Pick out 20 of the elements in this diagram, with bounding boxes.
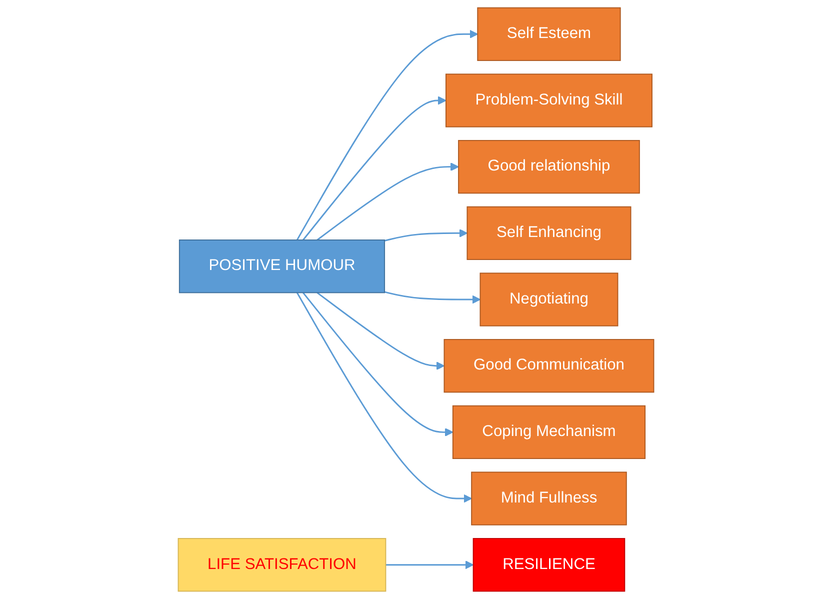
arrow [386, 560, 474, 570]
node-box: LIFE SATISFACTION [178, 538, 386, 592]
arrow [296, 292, 472, 503]
arrow [302, 96, 446, 240]
node-box: Problem-Solving Skill [445, 74, 652, 128]
arrow [316, 162, 459, 241]
arrow [384, 291, 481, 304]
node-box: Negotiating [480, 272, 618, 326]
node-box: Good relationship [458, 140, 640, 194]
node-box: Good Communication [444, 339, 654, 393]
node-box: RESILIENCE [472, 538, 626, 592]
arrow [384, 228, 468, 242]
arrow [302, 292, 454, 436]
arrow [296, 30, 478, 240]
node-box: Self Enhancing [466, 206, 632, 260]
node-box: Coping Mechanism [452, 405, 646, 459]
node-box: Mind Fullness [471, 472, 627, 526]
arrow [316, 292, 445, 370]
node-box: POSITIVE HUMOUR [178, 240, 386, 294]
node-box: Self Esteem [477, 7, 621, 61]
